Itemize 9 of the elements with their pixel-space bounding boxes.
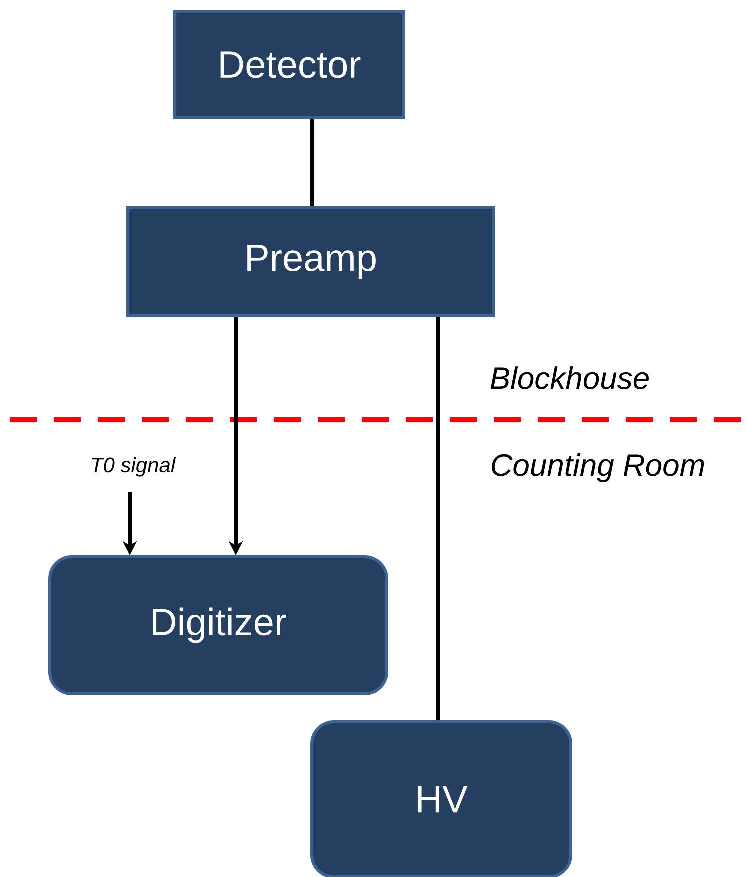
- process-box: Digitizer: [48, 556, 388, 696]
- area-label: Counting Room: [492, 454, 704, 482]
- signal-label: T0 signal: [92, 457, 176, 477]
- process-box: HV: [310, 720, 572, 877]
- area-label: Blockhouse: [490, 366, 649, 390]
- process-box: Preamp: [126, 206, 496, 318]
- connector-line: [436, 318, 440, 720]
- connector-line: [310, 120, 314, 206]
- process-box: Detector: [174, 10, 406, 120]
